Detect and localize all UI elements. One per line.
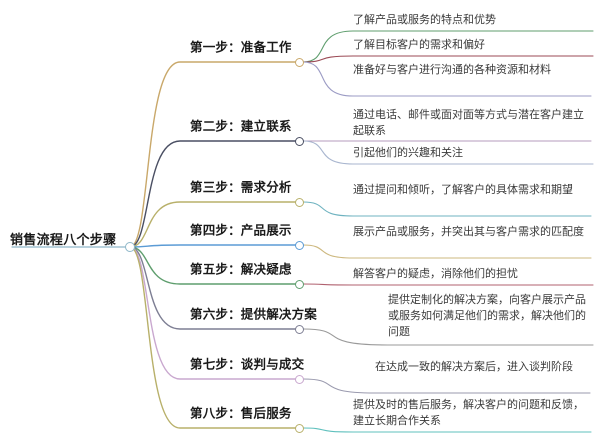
mindmap-edge <box>302 61 592 97</box>
mindmap-edge <box>129 246 296 330</box>
branch-label-step8[interactable]: 第八步：售后服务 <box>190 406 292 421</box>
branch-connector-dot[interactable] <box>295 198 304 207</box>
branch-connector-dot[interactable] <box>295 280 304 289</box>
branch-label-step6[interactable]: 第六步：提供解决方案 <box>190 307 318 322</box>
leaf-label-step7-1[interactable]: 在达成一致的解决方案后，进入谈判阶段 <box>375 361 573 373</box>
mindmap-edge <box>302 244 592 259</box>
branch-label-step3[interactable]: 第三步：需求分析 <box>190 180 292 195</box>
leaf-label-step5-1[interactable]: 解答客户的疑虑，消除他们的担忧 <box>353 268 518 280</box>
mindmap-edge <box>302 140 594 165</box>
root-connector-dot[interactable] <box>125 242 135 252</box>
mindmap-edge <box>302 30 594 63</box>
mindmap-edge <box>129 140 296 248</box>
leaf-label-step1-3[interactable]: 准备好与客户进行沟通的各种资源和材料 <box>353 64 551 76</box>
branch-label-step2[interactable]: 第二步：建立联系 <box>190 119 292 134</box>
mindmap-edge <box>129 246 296 429</box>
mindmap-edge <box>302 283 594 286</box>
branch-label-step7[interactable]: 第七步：谈判与成交 <box>190 357 305 372</box>
mindmap-edge <box>302 55 594 63</box>
mindmap-edge <box>129 244 296 248</box>
branch-connector-dot[interactable] <box>295 325 304 334</box>
leaf-label-step6-1[interactable]: 提供定制化的解决方案，向客户展示产品或服务如何满足他们的需求，解决他们的问题 <box>388 294 586 338</box>
branch-connector-dot[interactable] <box>295 424 304 433</box>
mindmap-edge <box>302 328 594 346</box>
leaf-label-step2-1[interactable]: 通过电话、邮件或面对面等方式与潜在客户建立起联系 <box>353 109 584 137</box>
leaf-label-step1-1[interactable]: 了解产品或服务的特点和优势 <box>353 14 496 26</box>
leaf-label-step4-1[interactable]: 展示产品或服务，并突出其与客户需求的匹配度 <box>353 226 584 238</box>
mindmap-edge <box>129 246 296 380</box>
mindmap-edge <box>302 378 591 394</box>
branch-connector-dot[interactable] <box>295 375 304 384</box>
mindmap-edge <box>129 246 296 285</box>
branch-connector-dot[interactable] <box>295 58 304 67</box>
mindmap-edge <box>302 201 592 217</box>
root-node-label[interactable]: 销售流程八个步骤 <box>10 232 117 247</box>
branch-label-step5[interactable]: 第五步：解决疑虑 <box>190 262 292 277</box>
branch-connector-dot[interactable] <box>295 137 304 146</box>
mindmap-edge <box>129 61 296 248</box>
branch-connector-dot[interactable] <box>295 241 304 250</box>
leaf-label-step8-1[interactable]: 提供及时的售后服务，解决客户的问题和反馈，建立长期合作关系 <box>353 399 584 427</box>
leaf-label-step3-1[interactable]: 通过提问和倾听，了解客户的具体需求和期望 <box>353 184 573 196</box>
mindmap-edge <box>129 201 296 248</box>
mindmap-edge <box>302 427 592 433</box>
leaf-label-step2-2[interactable]: 引起他们的兴趣和关注 <box>353 147 463 159</box>
branch-label-step4[interactable]: 第四步：产品展示 <box>190 223 292 238</box>
leaf-label-step1-2[interactable]: 了解目标客户的需求和偏好 <box>353 39 485 51</box>
branch-label-step1[interactable]: 第一步：准备工作 <box>190 40 292 55</box>
